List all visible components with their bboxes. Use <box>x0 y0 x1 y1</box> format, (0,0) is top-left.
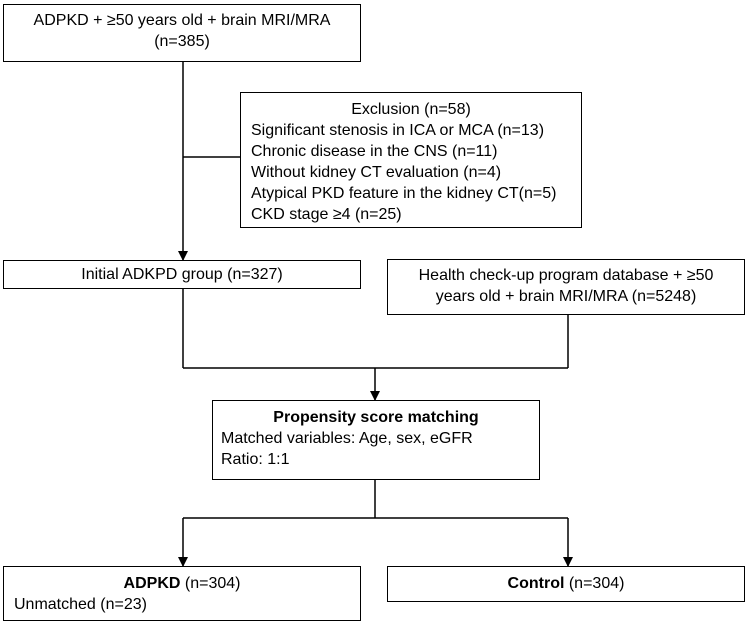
exclusion-item: Atypical PKD feature in the kidney CT(n=… <box>251 185 557 202</box>
start-line2: (n=385) <box>154 33 210 50</box>
propensity-box: Propensity score matching Matched variab… <box>212 400 540 480</box>
propensity-ratio: Ratio: 1:1 <box>221 451 290 468</box>
control-heading: Control (n=304) <box>388 573 744 594</box>
control-box: Control (n=304) <box>387 566 745 602</box>
adpkd-count: (n=304) <box>180 575 241 592</box>
adpkd-unmatched: Unmatched (n=23) <box>14 596 147 613</box>
exclusion-box: Exclusion (n=58) Significant stenosis in… <box>240 92 582 228</box>
propensity-title-text: Propensity score matching <box>273 409 479 426</box>
exclusion-title: Exclusion (n=58) <box>351 101 471 118</box>
adpkd-box: ADPKD (n=304) Unmatched (n=23) <box>3 566 361 621</box>
health-line2: years old + brain MRI/MRA (n=5248) <box>435 288 697 305</box>
propensity-variables: Matched variables: Age, sex, eGFR <box>221 430 473 447</box>
adpkd-heading: ADPKD (n=304) <box>14 573 360 594</box>
exclusion-item: CKD stage ≥4 (n=25) <box>251 206 402 223</box>
control-count: (n=304) <box>564 575 625 592</box>
propensity-title: Propensity score matching <box>221 407 539 428</box>
health-line1: Health check-up program database + ≥50 <box>418 267 714 284</box>
exclusion-item: Chronic disease in the CNS (n=11) <box>251 143 498 160</box>
exclusion-item: Without kidney CT evaluation (n=4) <box>251 164 502 181</box>
exclusion-item: Significant stenosis in ICA or MCA (n=13… <box>251 122 545 139</box>
adpkd-label: ADPKD <box>123 575 181 592</box>
start-box: ADPKD + ≥50 years old + brain MRI/MRA (n… <box>3 4 361 62</box>
start-line1: ADPKD + ≥50 years old + brain MRI/MRA <box>33 12 331 29</box>
control-label: Control <box>507 575 565 592</box>
health-checkup-box: Health check-up program database + ≥50 y… <box>387 259 745 315</box>
initial-group-box: Initial ADKPD group (n=327) <box>3 260 361 289</box>
initial-group-text: Initial ADKPD group (n=327) <box>81 266 283 283</box>
